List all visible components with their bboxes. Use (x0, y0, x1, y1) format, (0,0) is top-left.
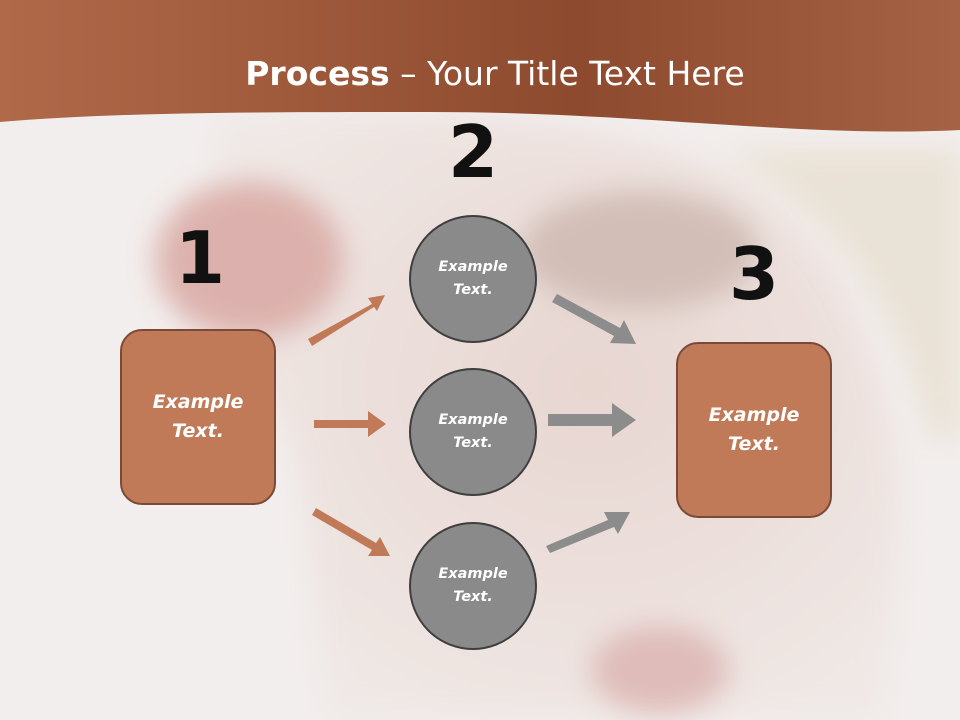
arrow-to-middle-circle (314, 411, 386, 437)
middle-circle: Example Text. (409, 368, 537, 496)
title-rest: – Your Title Text Here (389, 54, 745, 93)
title-bold: Process (245, 54, 390, 93)
middle-circle-text: Example Text. (438, 412, 508, 451)
orange-arrows (308, 295, 390, 556)
gray-arrows (546, 294, 636, 553)
step-number-2: 2 (447, 110, 499, 194)
step-number-3: 3 (728, 232, 780, 316)
arrow-from-middle-circle (548, 403, 636, 437)
header-band (0, 0, 960, 132)
arrow-from-bottom-circle (546, 512, 630, 553)
step-number-1: 1 (174, 216, 226, 300)
left-step-text: Example Text. (152, 391, 244, 442)
page-title: Process – Your Title Text Here (0, 54, 960, 93)
bottom-circle-text: Example Text. (438, 566, 508, 605)
arrow-to-bottom-circle (312, 508, 390, 556)
arrow-to-top-circle (308, 295, 385, 346)
top-circle-text: Example Text. (438, 259, 508, 298)
arrow-from-top-circle (552, 294, 636, 344)
top-circle: Example Text. (409, 215, 537, 343)
left-step-box: Example Text. (120, 329, 276, 505)
right-step-text: Example Text. (708, 404, 800, 455)
right-step-box: Example Text. (676, 342, 832, 518)
bottom-circle: Example Text. (409, 522, 537, 650)
